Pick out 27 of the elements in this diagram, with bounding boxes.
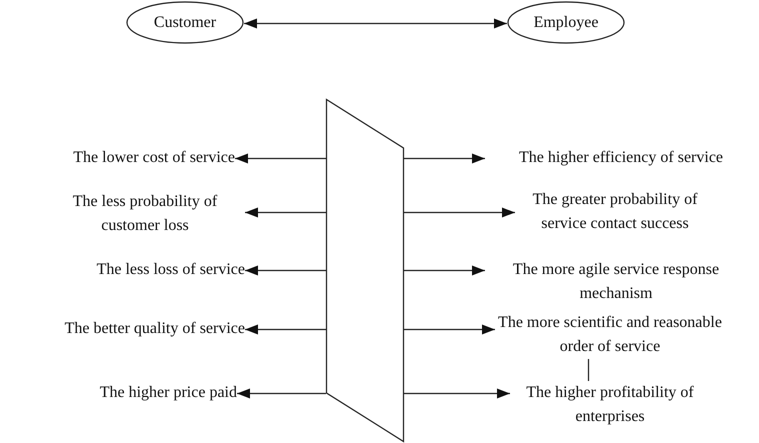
ellipse-node (507, 1, 625, 44)
arrow (237, 388, 326, 398)
outcome-text: The more agile service response mechanism (512, 260, 720, 304)
outcome-text: The less probability of customer loss (72, 192, 218, 236)
arrow (245, 208, 326, 218)
connector-line (588, 359, 590, 381)
ellipse-node (126, 1, 244, 44)
node-label: Employee (534, 12, 598, 32)
arrow (245, 324, 326, 334)
arrow (235, 154, 326, 164)
arrow (404, 154, 485, 164)
outcome-text: The greater probability of service contact success (532, 190, 698, 234)
arrow (404, 388, 510, 398)
outcome-text: The higher efficiency of service (518, 148, 724, 168)
arrow (244, 18, 507, 28)
outcome-text: The higher price paid (100, 383, 237, 403)
panel-shape (326, 99, 404, 442)
outcome-text: The lower cost of service (73, 148, 235, 168)
arrow (404, 324, 495, 334)
outcome-text: The higher profitability of enterprises (525, 383, 695, 427)
node-label: Customer (154, 12, 216, 32)
arrow (404, 266, 485, 276)
outcome-text: The less loss of service (96, 260, 245, 280)
outcome-text: The more scientific and reasonable order of service (497, 313, 723, 357)
outcome-text: The better quality of service (64, 319, 245, 339)
arrow (245, 266, 326, 276)
arrow (404, 208, 515, 218)
